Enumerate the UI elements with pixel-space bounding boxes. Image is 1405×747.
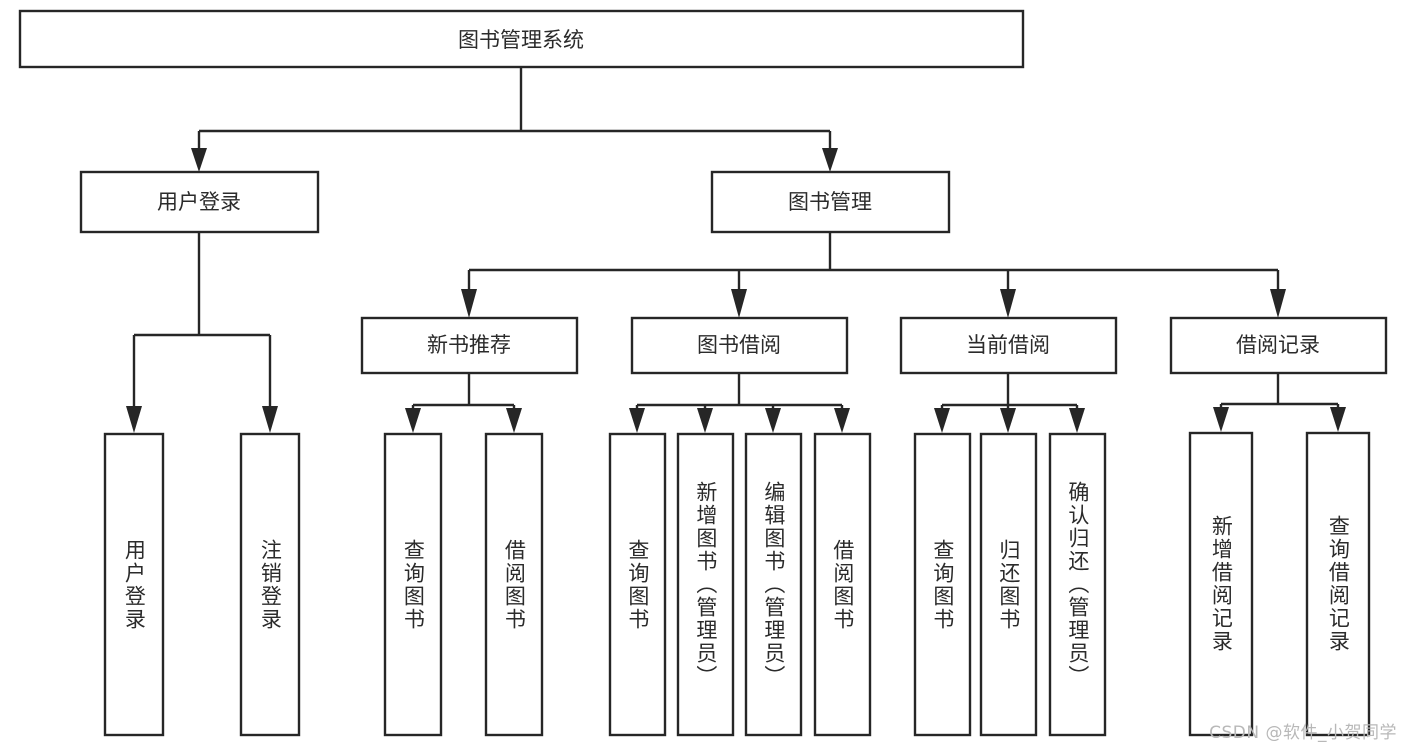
node-leaf-query-book-3[interactable] — [913, 432, 972, 737]
node-leaf-query-record[interactable] — [1305, 431, 1371, 737]
node-leaf-borrow-book-2[interactable] — [813, 432, 872, 737]
arrow-head-leaf-add-book — [697, 408, 713, 433]
node-user-login[interactable] — [79, 170, 320, 234]
arrow-head-leaf-confirm-return — [1069, 408, 1085, 433]
node-book-manage-label: 图书管理 — [788, 190, 872, 214]
node-leaf-logout[interactable] — [239, 432, 301, 737]
node-leaf-return-book[interactable] — [979, 432, 1038, 737]
arrow-head-leaf-query-book-2 — [629, 408, 645, 433]
node-leaf-query-book-1[interactable] — [383, 432, 443, 737]
node-leaf-confirm-return[interactable] — [1048, 432, 1107, 737]
csdn-watermark: CSDN @软件_小贺同学 — [1209, 723, 1397, 743]
arrow-head-leaf-query-record — [1330, 407, 1346, 432]
arrow-head-borrow-record — [1270, 289, 1286, 318]
node-root[interactable] — [18, 9, 1025, 69]
nodes-layer: 图书管理系统 用户登录 图书管理 新书推荐 图书借阅 当前借阅 借阅记录 — [18, 9, 1388, 737]
node-current-borrow-label: 当前借阅 — [966, 333, 1050, 357]
node-current-borrow[interactable] — [899, 316, 1118, 375]
arrow-head-leaf-logout — [262, 406, 278, 433]
node-new-book-rec-label: 新书推荐 — [427, 333, 511, 357]
arrow-head-book-manage — [822, 148, 838, 172]
node-leaf-borrow-book-1[interactable] — [484, 432, 544, 737]
node-leaf-query-book-2[interactable] — [608, 432, 667, 737]
node-user-login-label: 用户登录 — [157, 190, 241, 214]
node-book-borrow[interactable] — [630, 316, 849, 375]
node-book-manage[interactable] — [710, 170, 951, 234]
arrow-head-leaf-user-login — [126, 406, 142, 433]
arrow-head-leaf-edit-book — [765, 408, 781, 433]
arrow-head-leaf-borrow-book-1 — [506, 408, 522, 433]
arrow-head-user-login — [191, 148, 207, 172]
arrow-head-leaf-query-book-3 — [934, 408, 950, 433]
arrow-head-book-borrow — [731, 289, 747, 318]
node-borrow-record-label: 借阅记录 — [1236, 333, 1320, 357]
node-leaf-add-book[interactable] — [676, 432, 735, 737]
arrow-head-new-book-rec — [461, 289, 477, 318]
node-leaf-add-record[interactable] — [1188, 431, 1254, 737]
node-root-label: 图书管理系统 — [458, 28, 584, 52]
arrow-head-current-borrow — [1000, 289, 1016, 318]
node-leaf-edit-book[interactable] — [744, 432, 803, 737]
arrow-head-leaf-borrow-book-2 — [834, 408, 850, 433]
arrow-head-leaf-return-book — [1000, 408, 1016, 433]
edges-layer — [126, 67, 1346, 433]
node-borrow-record[interactable] — [1169, 316, 1388, 375]
arrow-head-leaf-add-record — [1213, 407, 1229, 432]
node-leaf-user-login[interactable] — [103, 432, 165, 737]
arrow-head-leaf-query-book-1 — [405, 408, 421, 433]
node-new-book-rec[interactable] — [360, 316, 579, 375]
node-book-borrow-label: 图书借阅 — [697, 333, 781, 357]
